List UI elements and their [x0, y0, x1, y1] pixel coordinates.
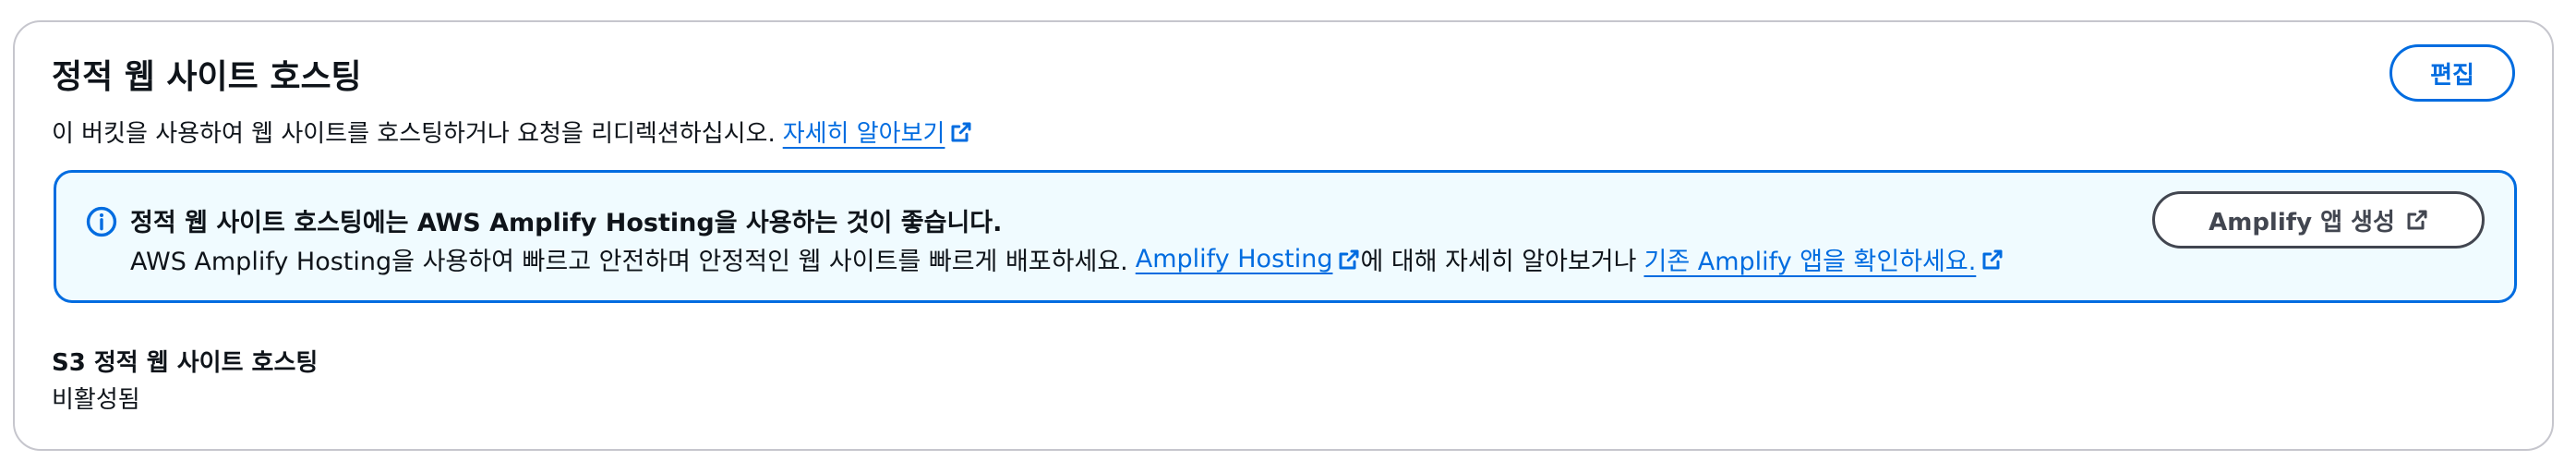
create-amplify-app-button[interactable]: Amplify 앱 생성 — [2152, 191, 2485, 249]
create-amplify-app-label: Amplify 앱 생성 — [2209, 208, 2395, 236]
alert-body: AWS Amplify Hosting을 사용하여 빠르고 안전하며 안정적인 … — [130, 241, 2004, 277]
amplify-hosting-link[interactable]: Amplify Hosting — [1135, 245, 1333, 273]
amplify-info-alert: 정적 웹 사이트 호스팅에는 AWS Amplify Hosting을 사용하는… — [54, 170, 2517, 303]
external-link-icon — [951, 122, 971, 141]
panel-title: 정적 웹 사이트 호스팅 — [52, 58, 362, 96]
alert-body-middle: 에 대해 자세히 알아보거나 — [1360, 248, 1637, 276]
info-icon — [86, 206, 117, 237]
s3-hosting-status: 비활성됨 — [52, 386, 140, 414]
alert-heading: 정적 웹 사이트 호스팅에는 AWS Amplify Hosting을 사용하는… — [130, 209, 1003, 237]
learn-more-link[interactable]: 자세히 알아보기 — [782, 120, 945, 148]
existing-amplify-apps-link[interactable]: 기존 Amplify 앱을 확인하세요. — [1643, 248, 1977, 276]
external-link-icon — [2407, 210, 2427, 230]
external-link-icon — [1982, 249, 2003, 269]
description-text: 이 버킷을 사용하여 웹 사이트를 호스팅하거나 요청을 리디렉션하십시오. — [52, 120, 776, 148]
edit-button[interactable]: 편집 — [2389, 44, 2515, 102]
panel-description: 이 버킷을 사용하여 웹 사이트를 호스팅하거나 요청을 리디렉션하십시오. 자… — [52, 115, 972, 149]
external-link-icon — [1339, 249, 1359, 269]
static-website-hosting-panel: 정적 웹 사이트 호스팅 이 버킷을 사용하여 웹 사이트를 호스팅하거나 요청… — [13, 20, 2554, 451]
s3-hosting-label: S3 정적 웹 사이트 호스팅 — [52, 349, 319, 377]
alert-body-prefix: AWS Amplify Hosting을 사용하여 빠르고 안전하며 안정적인 … — [130, 248, 1128, 276]
